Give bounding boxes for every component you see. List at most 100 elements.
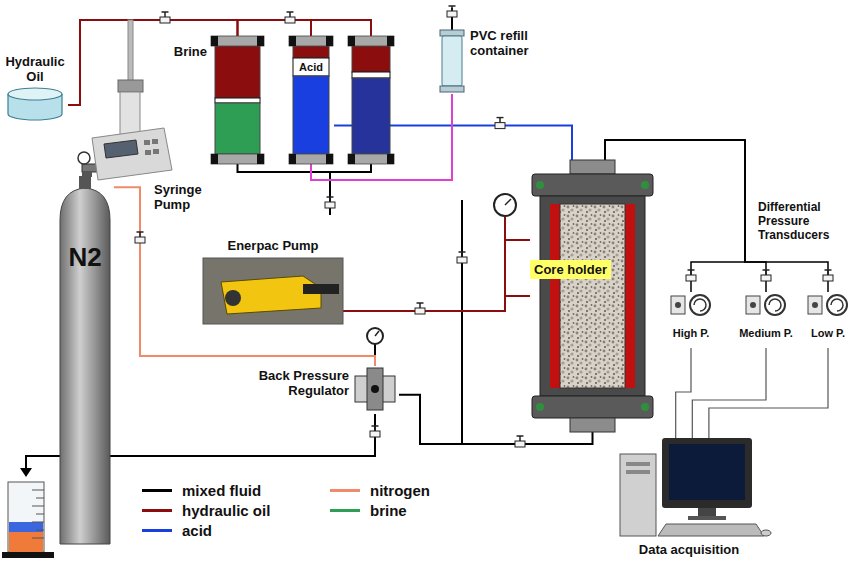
core-holder-graphic [570, 160, 615, 174]
gas-regulator [78, 152, 90, 164]
gas-cylinder-graphic [60, 188, 110, 544]
graduated-cylinder [9, 522, 43, 532]
pressure-transducer: Low P. [804, 292, 852, 348]
legend-label: nitrogen [370, 482, 430, 499]
node-label: Low P. [804, 326, 852, 340]
core-holder-graphic [530, 160, 655, 432]
node-label: PVC refill container [470, 28, 548, 58]
graduated-cylinder [9, 532, 43, 552]
pressure-transducer: High P. [658, 292, 724, 348]
pressure-transducer: Medium P. [730, 292, 802, 348]
brine-cylinder-graphic [211, 154, 218, 164]
core-holder-graphic [550, 204, 560, 388]
brine-cylinder-graphic [215, 46, 260, 98]
valve-symbol [495, 118, 505, 129]
core-holder-graphic [536, 403, 544, 411]
core-holder-graphic [560, 204, 625, 388]
transfer-cylinder [352, 46, 390, 72]
transfer-cylinder [387, 154, 394, 164]
hydraulic-pump-graphic [203, 258, 343, 324]
valve-symbol [823, 270, 833, 281]
valve-symbol [457, 252, 467, 263]
graduated-cylinder [8, 482, 44, 552]
computer: Data acquisition [606, 438, 772, 566]
hydraulic-pump-graphic [303, 284, 339, 294]
transfer-cylinder [352, 72, 390, 78]
acid-cylinder-graphic [293, 46, 329, 58]
acid-cylinder-graphic [288, 36, 334, 164]
brine-cylinder-graphic [215, 103, 260, 154]
computer-graphic [688, 516, 726, 520]
core-holder-graphic [625, 204, 635, 388]
transfer-cylinder [348, 154, 394, 164]
core-holder-graphic [540, 196, 645, 396]
transfer-cylinder [348, 36, 394, 164]
syringe-pump-graphic [104, 140, 138, 158]
computer-graphic [662, 438, 752, 508]
acid-cylinder-graphic [289, 154, 296, 164]
computer-graphic [698, 508, 716, 516]
acid-cylinder-graphic [289, 36, 296, 46]
brine-cylinder-graphic [211, 36, 264, 46]
pressure-transducer-graphic [804, 292, 852, 348]
computer-graphic [626, 470, 650, 474]
back-pressure-regulator: Back Pressure Regulator [243, 366, 399, 414]
brine-cylinder-graphic [211, 36, 218, 46]
mixed-fluid-line [238, 164, 372, 172]
pressure-transducer-graphic [812, 302, 818, 308]
syringe-pump-graphic [92, 128, 172, 180]
legend-swatch [330, 489, 360, 492]
pipe-line [131, 20, 238, 36]
hydraulic-oil-line [504, 217, 506, 296]
pressure-gauge [367, 194, 516, 344]
brine-cylinder: Brine [165, 36, 265, 164]
syringe-pump-graphic [152, 139, 158, 144]
brine-cylinder-graphic [211, 154, 264, 164]
pipe-line [343, 296, 530, 311]
pipe-line [709, 348, 828, 438]
hydraulic-pump: Enerpac Pump [203, 238, 343, 324]
graduated-cylinder [32, 506, 44, 507]
pressure-transducer-graphic [671, 296, 685, 314]
hydraulic-oil-line [310, 20, 312, 36]
refill-container: PVC refill container [436, 24, 548, 94]
node-label: Hydraulic Oil [2, 54, 68, 84]
legend-swatch [142, 489, 172, 492]
mixed-fluid-line [374, 344, 376, 356]
legend-swatch [142, 529, 172, 532]
brine-cylinder-graphic [215, 98, 260, 103]
graduated-cylinder [32, 538, 44, 539]
back-pressure-regulator-graphic [367, 368, 383, 410]
valve-symbol [515, 436, 525, 447]
pressure-transducer-graphic [694, 299, 706, 311]
pipe-line [676, 348, 691, 438]
pressure-transducer-graphic [658, 292, 724, 348]
valve-symbol [160, 12, 170, 23]
outlet-arrowhead [20, 468, 32, 477]
pressure-transducer-graphic [765, 295, 785, 315]
refill-container-graphic [442, 36, 462, 86]
pressure-transducer-graphic [750, 302, 756, 308]
valve-symbol [447, 6, 457, 17]
pressure-transducer-graphic [808, 296, 822, 314]
legend-label: hydraulic oil [182, 502, 270, 519]
transfer-cylinder [387, 36, 394, 46]
node-label: Acid [288, 60, 334, 74]
computer-graphic [761, 530, 771, 536]
node-label: Enerpac Pump [203, 238, 343, 253]
mixed-fluid-line [461, 200, 463, 444]
gas-cylinder-graphic [56, 176, 114, 548]
hydraulic-oil-line [505, 239, 530, 241]
valve-symbol [370, 426, 380, 437]
syringe-pump-graphic [144, 140, 150, 145]
node-label: Medium P. [730, 326, 802, 340]
hydraulic-pump-graphic [221, 276, 321, 314]
node-label: Core holder [530, 260, 611, 279]
graduated-cylinder [32, 490, 44, 538]
valve-symbol [686, 270, 696, 281]
node-label: Data acquisition [606, 542, 772, 557]
mixed-fluid-line [329, 172, 331, 215]
core-holder: Core holder [530, 160, 655, 432]
oil-tank-graphic [8, 88, 62, 100]
